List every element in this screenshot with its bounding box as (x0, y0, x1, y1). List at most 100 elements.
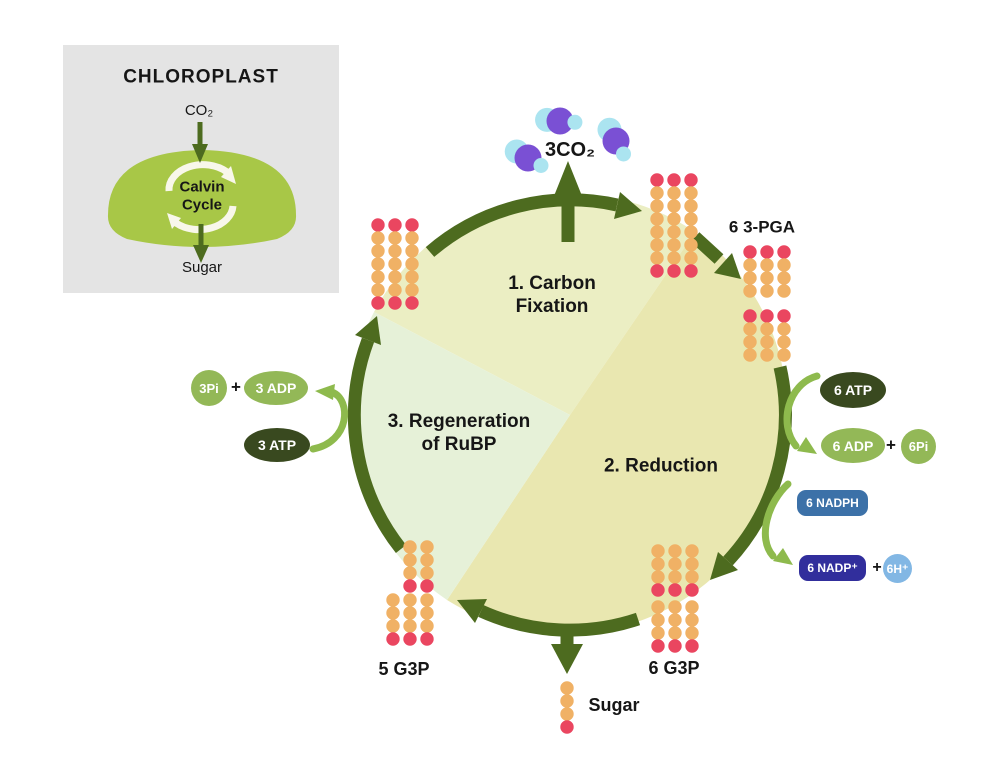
carbon-dot (743, 258, 757, 272)
carbon-dot (403, 606, 417, 620)
carbon-dot (560, 707, 574, 721)
phosphate-dot (684, 264, 698, 278)
carbon-dot (420, 553, 434, 567)
carbon-dot (420, 566, 434, 580)
carbon-dot (651, 626, 665, 640)
phosphate-dot (560, 720, 574, 734)
pga-label: 6 3-PGA (728, 217, 796, 237)
sugar-stack (560, 681, 574, 734)
carbon-dot (684, 186, 698, 200)
c6-intermediate-stack (650, 173, 698, 278)
carbon-dot (667, 199, 681, 213)
phosphate-dot (685, 639, 699, 653)
phosphate-dot (777, 245, 791, 259)
phosphate-dot (650, 173, 664, 187)
pi6-pill: 6Pi (901, 429, 936, 464)
carbon-dot (420, 619, 434, 633)
sugar-label: Sugar (588, 695, 640, 716)
carbon-dot (403, 540, 417, 554)
carbon-dot (386, 606, 400, 620)
co2-release-arrow-head (552, 161, 584, 201)
carbon-dot (651, 613, 665, 627)
carbon-dot (371, 231, 385, 245)
g3p6-label: 6 G3P (648, 658, 700, 679)
phosphate-dot (667, 173, 681, 187)
adp6-pill: 6 ADP (821, 428, 885, 463)
carbon-dot (777, 348, 791, 362)
carbon-dot (684, 238, 698, 252)
sugar-exit-arrow-head (551, 644, 583, 674)
carbon-dot (651, 544, 665, 558)
co2-molecule (535, 107, 583, 135)
carbon-dot (743, 335, 757, 349)
carbon-dot (388, 283, 402, 297)
carbon-dot (777, 271, 791, 285)
carbon-dot (651, 600, 665, 614)
plus-sign-right-bottom: + (872, 559, 882, 577)
carbon-dot (667, 212, 681, 226)
phosphate-dot (386, 632, 400, 646)
carbon-dot (420, 606, 434, 620)
cycle-arc-bottom (478, 605, 641, 637)
phosphate-dot (403, 579, 417, 593)
g3p5-label: 5 G3P (378, 659, 430, 680)
carbon-dot (685, 613, 699, 627)
carbon-dot (405, 231, 419, 245)
cycle-arrowhead-top-left (355, 316, 381, 345)
oxygen-atom (535, 107, 560, 132)
inset-sugar-label: Sugar (181, 258, 223, 276)
carbon-dot (743, 322, 757, 336)
phosphate-dot (405, 218, 419, 232)
carbon-dot (777, 322, 791, 336)
pi3-pill: 3Pi (191, 370, 227, 406)
carbon-dot (685, 600, 699, 614)
carbon-dot (668, 544, 682, 558)
cycle-arrowhead-bottom-left (457, 599, 487, 623)
phosphate-dot (651, 583, 665, 597)
arrow-to-pga-shaft (690, 232, 724, 264)
g3p6-stack-lower (651, 600, 699, 653)
cofactor-arrows (309, 372, 821, 565)
carbon-dot (684, 199, 698, 213)
oxygen-atom (567, 114, 583, 130)
step-label-regeneration: 3. Regeneration of RuBP (387, 410, 531, 455)
carbon-dot (667, 251, 681, 265)
co2-molecule (597, 117, 631, 162)
oxygen-atom (616, 146, 631, 162)
nadp6-pill: 6 NADP⁺ (799, 555, 866, 581)
carbon-dot (743, 348, 757, 362)
carbon-dot (777, 284, 791, 298)
phosphate-dot (760, 245, 774, 259)
carbon-dot (668, 600, 682, 614)
carbon-dot (405, 270, 419, 284)
carbon-dot (651, 557, 665, 571)
carbon-dot (760, 271, 774, 285)
phosphate-dot (777, 309, 791, 323)
pga-stack-lower (743, 309, 791, 362)
carbon-dot (684, 225, 698, 239)
carbon-dot (760, 335, 774, 349)
carbon-dot (386, 593, 400, 607)
carbon-dot (685, 570, 699, 584)
g3p5-stack-lower (386, 593, 434, 646)
carbon-dot (420, 593, 434, 607)
carbon-dot (371, 283, 385, 297)
phosphate-dot (668, 639, 682, 653)
carbon-dot (650, 238, 664, 252)
cycle-arrowhead-top-right (614, 192, 642, 219)
phosphate-dot (371, 218, 385, 232)
carbon-dot (403, 553, 417, 567)
phosphate-dot (388, 296, 402, 310)
phosphate-dot (651, 639, 665, 653)
nadph6-pill: 6 NADPH (797, 490, 868, 516)
carbon-dot (667, 225, 681, 239)
phosphate-dot (743, 309, 757, 323)
rubp-stack (371, 218, 419, 310)
carbon-dot (668, 626, 682, 640)
co2-molecule (504, 139, 549, 173)
carbon-dot (760, 322, 774, 336)
carbon-dot (650, 186, 664, 200)
carbon-dot (650, 199, 664, 213)
phosphate-dot (420, 632, 434, 646)
inset-title: CHLOROPLAST (123, 66, 279, 88)
